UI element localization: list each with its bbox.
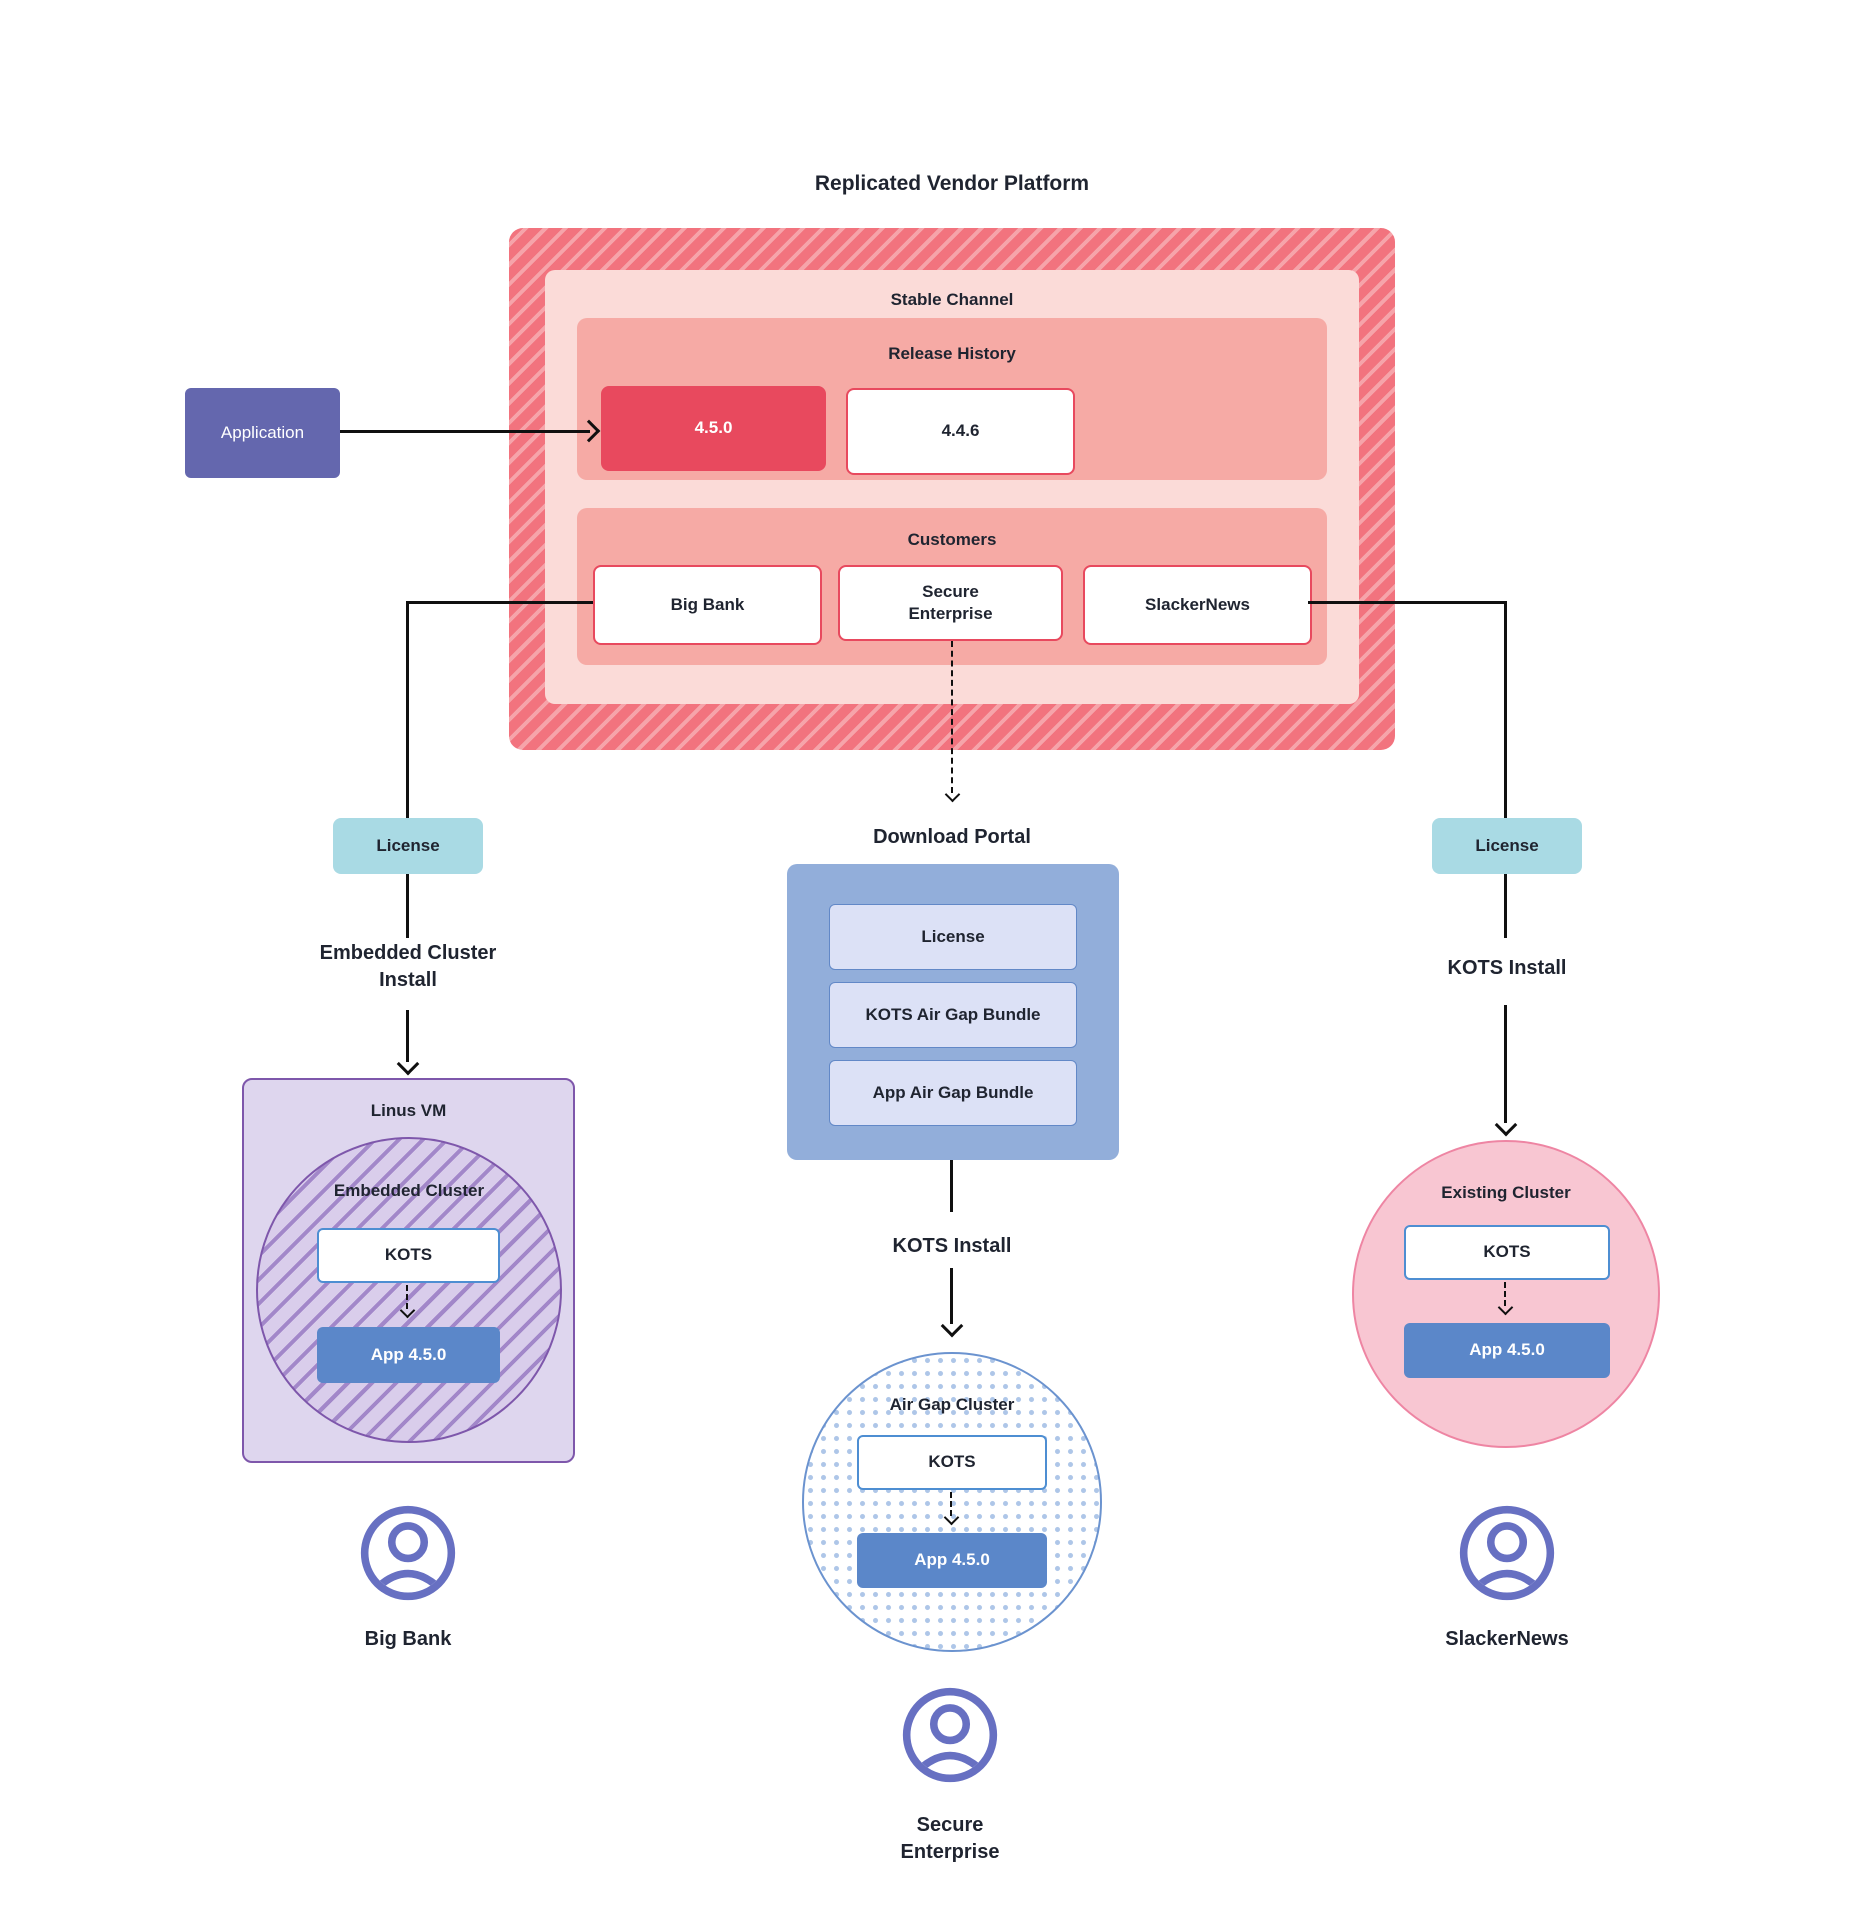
- left-connector-vertical: [406, 601, 409, 818]
- release-previous[interactable]: 4.4.6: [846, 388, 1075, 475]
- left-connector-horizontal: [408, 601, 593, 604]
- right-app-box: App 4.5.0: [1404, 1323, 1610, 1378]
- portal-item-app-bundle[interactable]: App Air Gap Bundle: [829, 1060, 1077, 1126]
- customer-big-bank[interactable]: Big Bank: [593, 565, 822, 645]
- customers-label: Customers: [907, 530, 997, 549]
- middle-line-portal-to-label: [950, 1160, 953, 1212]
- existing-cluster-label: Existing Cluster: [1441, 1183, 1571, 1202]
- left-arrowhead-icon: [396, 1052, 420, 1076]
- left-kots-box: KOTS: [317, 1228, 500, 1283]
- left-install-label: Embedded Cluster Install: [319, 942, 497, 991]
- right-connector-horizontal: [1308, 601, 1507, 604]
- page-title: Replicated Vendor Platform: [814, 172, 1090, 195]
- right-arrowhead-icon: [1494, 1113, 1518, 1137]
- air-gap-cluster-circle: [802, 1352, 1102, 1652]
- air-gap-cluster-label: Air Gap Cluster: [889, 1395, 1015, 1414]
- big-bank-user-icon: [360, 1505, 456, 1601]
- right-install-label: KOTS Install: [1447, 957, 1567, 979]
- slackernews-user-icon: [1459, 1505, 1555, 1601]
- secure-enterprise-user-icon: [902, 1687, 998, 1783]
- middle-kots-box: KOTS: [857, 1435, 1047, 1490]
- customer-secure-enterprise[interactable]: Secure Enterprise: [838, 565, 1063, 641]
- right-customer-name: SlackerNews: [1445, 1628, 1569, 1650]
- linus-vm-label: Linus VM: [370, 1101, 447, 1120]
- release-history-label: Release History: [888, 344, 1016, 363]
- release-current[interactable]: 4.5.0: [601, 386, 826, 471]
- right-kots-box: KOTS: [1404, 1225, 1610, 1280]
- existing-cluster-circle: [1352, 1140, 1660, 1448]
- left-license-box: License: [333, 818, 483, 874]
- middle-dashed-connector: [951, 641, 953, 793]
- middle-app-box: App 4.5.0: [857, 1533, 1047, 1588]
- right-arrow-line: [1504, 1005, 1507, 1123]
- left-app-box: App 4.5.0: [317, 1327, 500, 1383]
- download-portal-label: Download Portal: [873, 826, 1031, 848]
- embedded-cluster-circle: [256, 1137, 562, 1443]
- middle-customer-name: Secure Enterprise: [900, 1814, 1000, 1863]
- portal-item-license[interactable]: License: [829, 904, 1077, 970]
- embedded-cluster-label: Embedded Cluster: [333, 1181, 485, 1200]
- right-kots-to-app-dashed: [1504, 1282, 1506, 1306]
- middle-arrowhead-icon: [940, 1314, 964, 1338]
- left-customer-name: Big Bank: [364, 1628, 452, 1650]
- application-arrow-line: [340, 430, 590, 433]
- middle-arrow-line: [950, 1268, 953, 1324]
- left-kots-to-app-dashed: [406, 1285, 408, 1309]
- right-license-box: License: [1432, 818, 1582, 874]
- middle-dashed-arrowhead-icon: [944, 786, 961, 803]
- left-line-license-to-label: [406, 874, 409, 938]
- stable-channel-label: Stable Channel: [890, 290, 1014, 309]
- left-arrow-line: [406, 1010, 409, 1062]
- customer-slackernews[interactable]: SlackerNews: [1083, 565, 1312, 645]
- portal-item-kots-bundle[interactable]: KOTS Air Gap Bundle: [829, 982, 1077, 1048]
- right-line-license-to-label: [1504, 874, 1507, 938]
- middle-kots-to-app-dashed: [950, 1492, 952, 1516]
- application-box[interactable]: Application: [185, 388, 340, 478]
- right-connector-vertical: [1504, 601, 1507, 818]
- middle-install-label: KOTS Install: [892, 1235, 1012, 1257]
